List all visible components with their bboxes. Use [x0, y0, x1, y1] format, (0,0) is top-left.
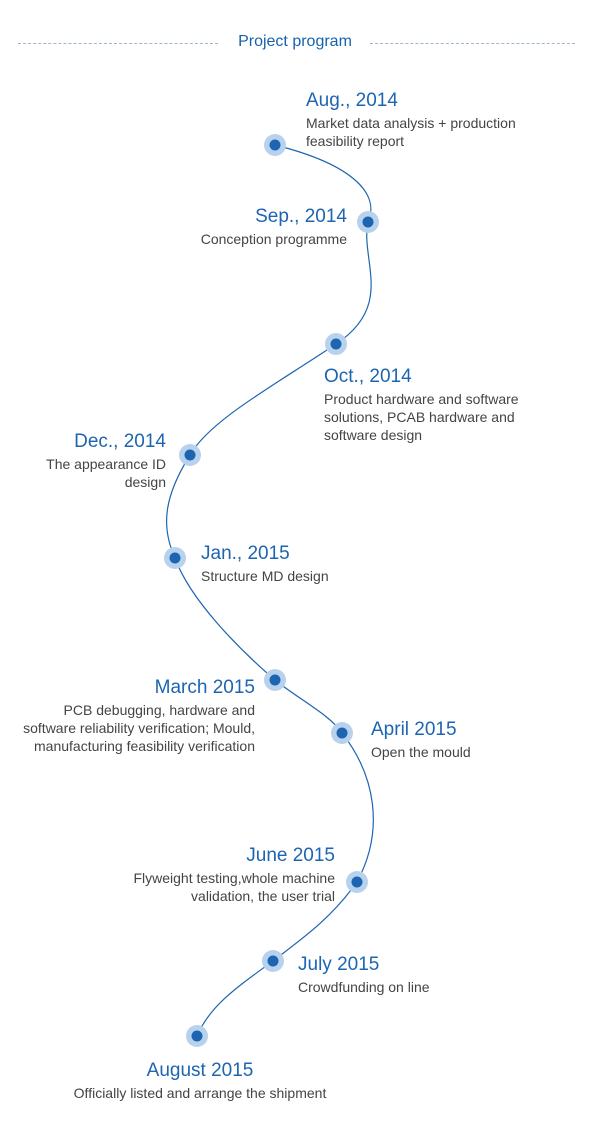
milestone-date: August 2015: [146, 1060, 254, 1081]
milestone-date: June 2015: [246, 845, 335, 866]
milestone-desc: Officially listed and arrange the shipme…: [73, 1085, 327, 1101]
milestone-date: July 2015: [298, 954, 380, 975]
milestone-july-2015: July 2015 Crowdfunding on line: [298, 954, 518, 996]
milestone-dot: [351, 876, 363, 888]
milestone-dot: [362, 216, 374, 228]
milestone-date: Sep., 2014: [255, 206, 347, 227]
milestone-dot: [184, 449, 196, 461]
milestone-march-2015: March 2015 PCB debugging, hardware and s…: [20, 677, 255, 755]
milestone-oct-2014: Oct., 2014 Product hardware and software…: [324, 366, 564, 444]
milestone-desc: Product hardware and software solutions,…: [324, 391, 519, 443]
milestone-desc: Conception programme: [200, 231, 347, 247]
milestone-date: Oct., 2014: [324, 366, 412, 387]
milestone-desc: The appearance ID design: [46, 456, 166, 490]
milestone-april-2015: April 2015 Open the mould: [371, 719, 571, 761]
milestone-dot: [336, 727, 348, 739]
milestone-desc: Open the mould: [371, 744, 471, 760]
timeline-curve: [165, 144, 374, 1037]
milestone-desc: Crowdfunding on line: [298, 979, 430, 995]
section-header: Project program: [0, 30, 590, 58]
milestone-june-2015: June 2015 Flyweight testing,whole machin…: [80, 845, 335, 905]
milestone-desc: PCB debugging, hardware and software rel…: [23, 702, 255, 754]
milestone-date: April 2015: [371, 719, 457, 740]
milestone-dot: [267, 955, 279, 967]
header-divider-right: [370, 43, 575, 44]
milestone-aug-2015: August 2015 Officially listed and arrang…: [20, 1060, 380, 1102]
milestone-dec-2014: Dec., 2014 The appearance ID design: [20, 431, 166, 491]
milestone-jan-2015: Jan., 2015 Structure MD design: [201, 543, 431, 585]
milestone-date: March 2015: [154, 677, 255, 698]
page-title: Project program: [238, 33, 352, 50]
milestone-dot: [169, 552, 181, 564]
milestone-dot: [269, 674, 281, 686]
header-divider-left: [18, 43, 218, 44]
milestone-aug-2014: Aug., 2014 Market data analysis + produc…: [306, 90, 576, 150]
milestone-date: Jan., 2015: [201, 543, 290, 564]
milestone-desc: Market data analysis + production feasib…: [306, 115, 516, 149]
milestone-sep-2014: Sep., 2014 Conception programme: [100, 206, 347, 248]
milestone-desc: Flyweight testing,whole machine validati…: [133, 870, 335, 904]
milestone-dot: [269, 139, 281, 151]
milestone-dot: [191, 1030, 203, 1042]
milestone-date: Aug., 2014: [306, 90, 398, 111]
milestone-dot: [330, 338, 342, 350]
milestone-desc: Structure MD design: [201, 568, 329, 584]
milestone-date: Dec., 2014: [74, 431, 166, 452]
